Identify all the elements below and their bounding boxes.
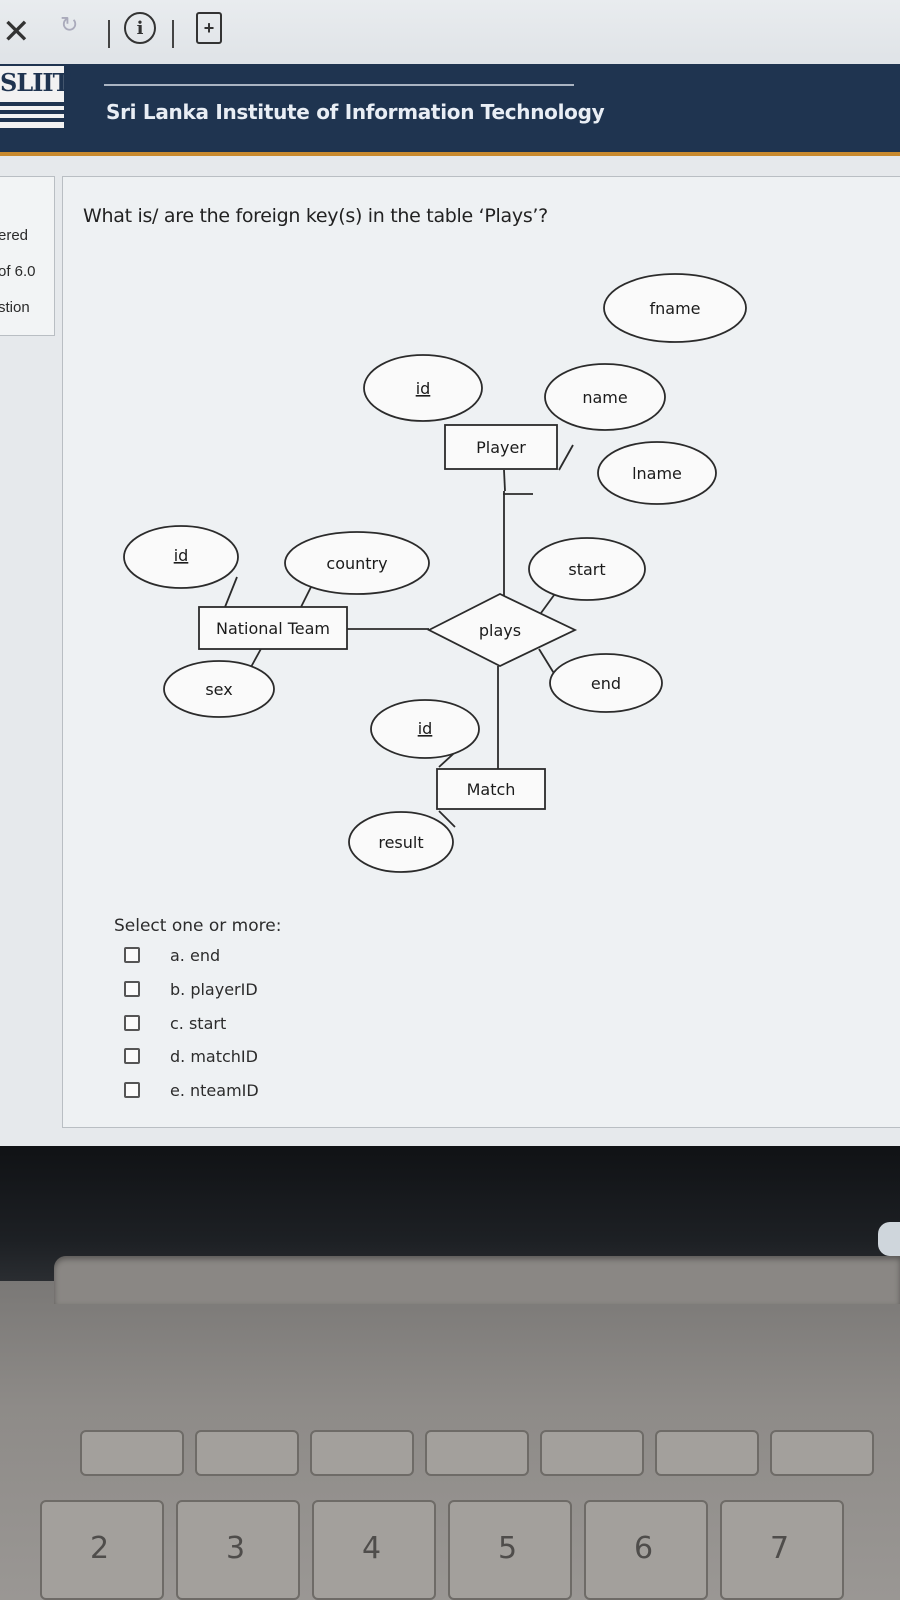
question-text: What is/ are the foreign key(s) in the t… xyxy=(83,205,548,227)
close-icon[interactable]: ✕ xyxy=(2,13,31,51)
key-3-label: 3 xyxy=(226,1530,246,1566)
key-7: 7 xyxy=(720,1500,844,1600)
label-match: Match xyxy=(467,780,516,799)
relationship-plays xyxy=(427,592,578,668)
checkbox-a[interactable] xyxy=(124,947,140,963)
attr-lname xyxy=(597,441,717,505)
attr-name xyxy=(544,363,666,431)
label-match-id: id xyxy=(418,719,433,738)
header-accent-bar xyxy=(0,152,900,156)
bezel-edge xyxy=(878,1222,900,1256)
label-lname: lname xyxy=(632,464,682,483)
site-header: SLIIT Sri Lanka Institute of Information… xyxy=(0,64,900,156)
option-e[interactable]: e. nteamID xyxy=(124,1079,259,1101)
logo-stripe xyxy=(0,102,64,106)
key-2: 2 xyxy=(40,1500,164,1600)
function-key xyxy=(195,1430,299,1476)
attr-start xyxy=(528,537,646,601)
label-sex: sex xyxy=(205,680,232,699)
logo-stripe xyxy=(0,118,64,122)
label-country: country xyxy=(326,554,387,573)
checkbox-d[interactable] xyxy=(124,1048,140,1064)
answer-block: Select one or more: a. end b. playerID c… xyxy=(114,916,282,1100)
option-b[interactable]: b. playerID xyxy=(124,978,258,1000)
attr-team-id xyxy=(123,525,239,589)
key-6-label: 6 xyxy=(634,1530,654,1566)
function-key xyxy=(770,1430,874,1476)
checkbox-e[interactable] xyxy=(124,1082,140,1098)
line-match-result xyxy=(438,810,456,828)
add-page-icon[interactable]: + xyxy=(196,12,222,44)
label-start: start xyxy=(568,560,605,579)
toolbar-divider xyxy=(108,20,110,48)
option-a-label: a. end xyxy=(170,945,221,965)
label-player-id: id xyxy=(416,379,431,398)
option-c[interactable]: c. start xyxy=(124,1012,226,1034)
checkbox-b[interactable] xyxy=(124,981,140,997)
attr-match-id xyxy=(370,699,480,759)
label-end: end xyxy=(591,674,621,693)
question-info-panel: ered of 6.0 stion xyxy=(0,176,55,336)
logo-text: SLIIT xyxy=(0,68,71,97)
line-team-sex xyxy=(250,646,263,668)
browser-toolbar: ✕ ↻ i + xyxy=(0,0,900,64)
info-flag[interactable]: stion xyxy=(0,299,30,316)
option-d-label: d. matchID xyxy=(170,1046,258,1066)
option-e-label: e. nteamID xyxy=(170,1080,259,1100)
logo-stripe xyxy=(0,110,64,114)
key-5-label: 5 xyxy=(498,1530,518,1566)
label-fname: fname xyxy=(649,299,700,318)
option-d[interactable]: d. matchID xyxy=(124,1045,258,1067)
select-prompt: Select one or more: xyxy=(114,916,282,936)
key-4-label: 4 xyxy=(362,1530,382,1566)
label-player: Player xyxy=(476,438,526,457)
attr-fname xyxy=(603,273,747,343)
entity-national-team xyxy=(198,606,348,650)
key-5: 5 xyxy=(448,1500,572,1600)
option-a[interactable]: a. end xyxy=(124,944,220,966)
option-c-label: c. start xyxy=(170,1013,227,1033)
er-diagram: fname id name lname Player id country st… xyxy=(123,273,747,873)
key-7-label: 7 xyxy=(770,1530,790,1566)
checkbox-c[interactable] xyxy=(124,1015,140,1031)
label-plays: plays xyxy=(479,621,521,640)
label-name: name xyxy=(582,388,627,407)
info-icon[interactable]: i xyxy=(124,12,156,44)
label-result: result xyxy=(378,833,423,852)
line-team-country xyxy=(300,586,312,608)
line-team-id xyxy=(224,576,238,608)
page-content: ered of 6.0 stion What is/ are the forei… xyxy=(0,156,900,1146)
institute-title: Sri Lanka Institute of Information Techn… xyxy=(106,100,605,124)
line-plays-end xyxy=(538,648,556,676)
key-6: 6 xyxy=(584,1500,708,1600)
laptop-hinge xyxy=(54,1256,900,1304)
key-3: 3 xyxy=(176,1500,300,1600)
option-b-label: b. playerID xyxy=(170,979,258,999)
question-box: What is/ are the foreign key(s) in the t… xyxy=(62,176,900,1128)
label-team-id: id xyxy=(174,546,189,565)
attr-result xyxy=(348,811,454,873)
attr-sex xyxy=(163,660,275,718)
line-player-id xyxy=(503,469,506,492)
info-marks: of 6.0 xyxy=(0,263,36,280)
toolbar-divider xyxy=(172,20,174,48)
function-key xyxy=(655,1430,759,1476)
label-national-team: National Team xyxy=(216,619,330,638)
function-key xyxy=(80,1430,184,1476)
line-player-name xyxy=(558,444,574,471)
entity-match xyxy=(436,768,546,810)
info-status: ered xyxy=(0,227,29,244)
reload-icon[interactable]: ↻ xyxy=(60,12,79,37)
function-key xyxy=(310,1430,414,1476)
function-key xyxy=(540,1430,644,1476)
key-4: 4 xyxy=(312,1500,436,1600)
attr-country xyxy=(284,531,430,595)
sliit-logo[interactable]: SLIIT xyxy=(0,66,71,128)
header-rule xyxy=(104,84,574,86)
function-key xyxy=(425,1430,529,1476)
entity-player xyxy=(444,424,558,470)
attr-player-id xyxy=(363,354,483,422)
attr-end xyxy=(549,653,663,713)
key-2-label: 2 xyxy=(90,1530,110,1566)
